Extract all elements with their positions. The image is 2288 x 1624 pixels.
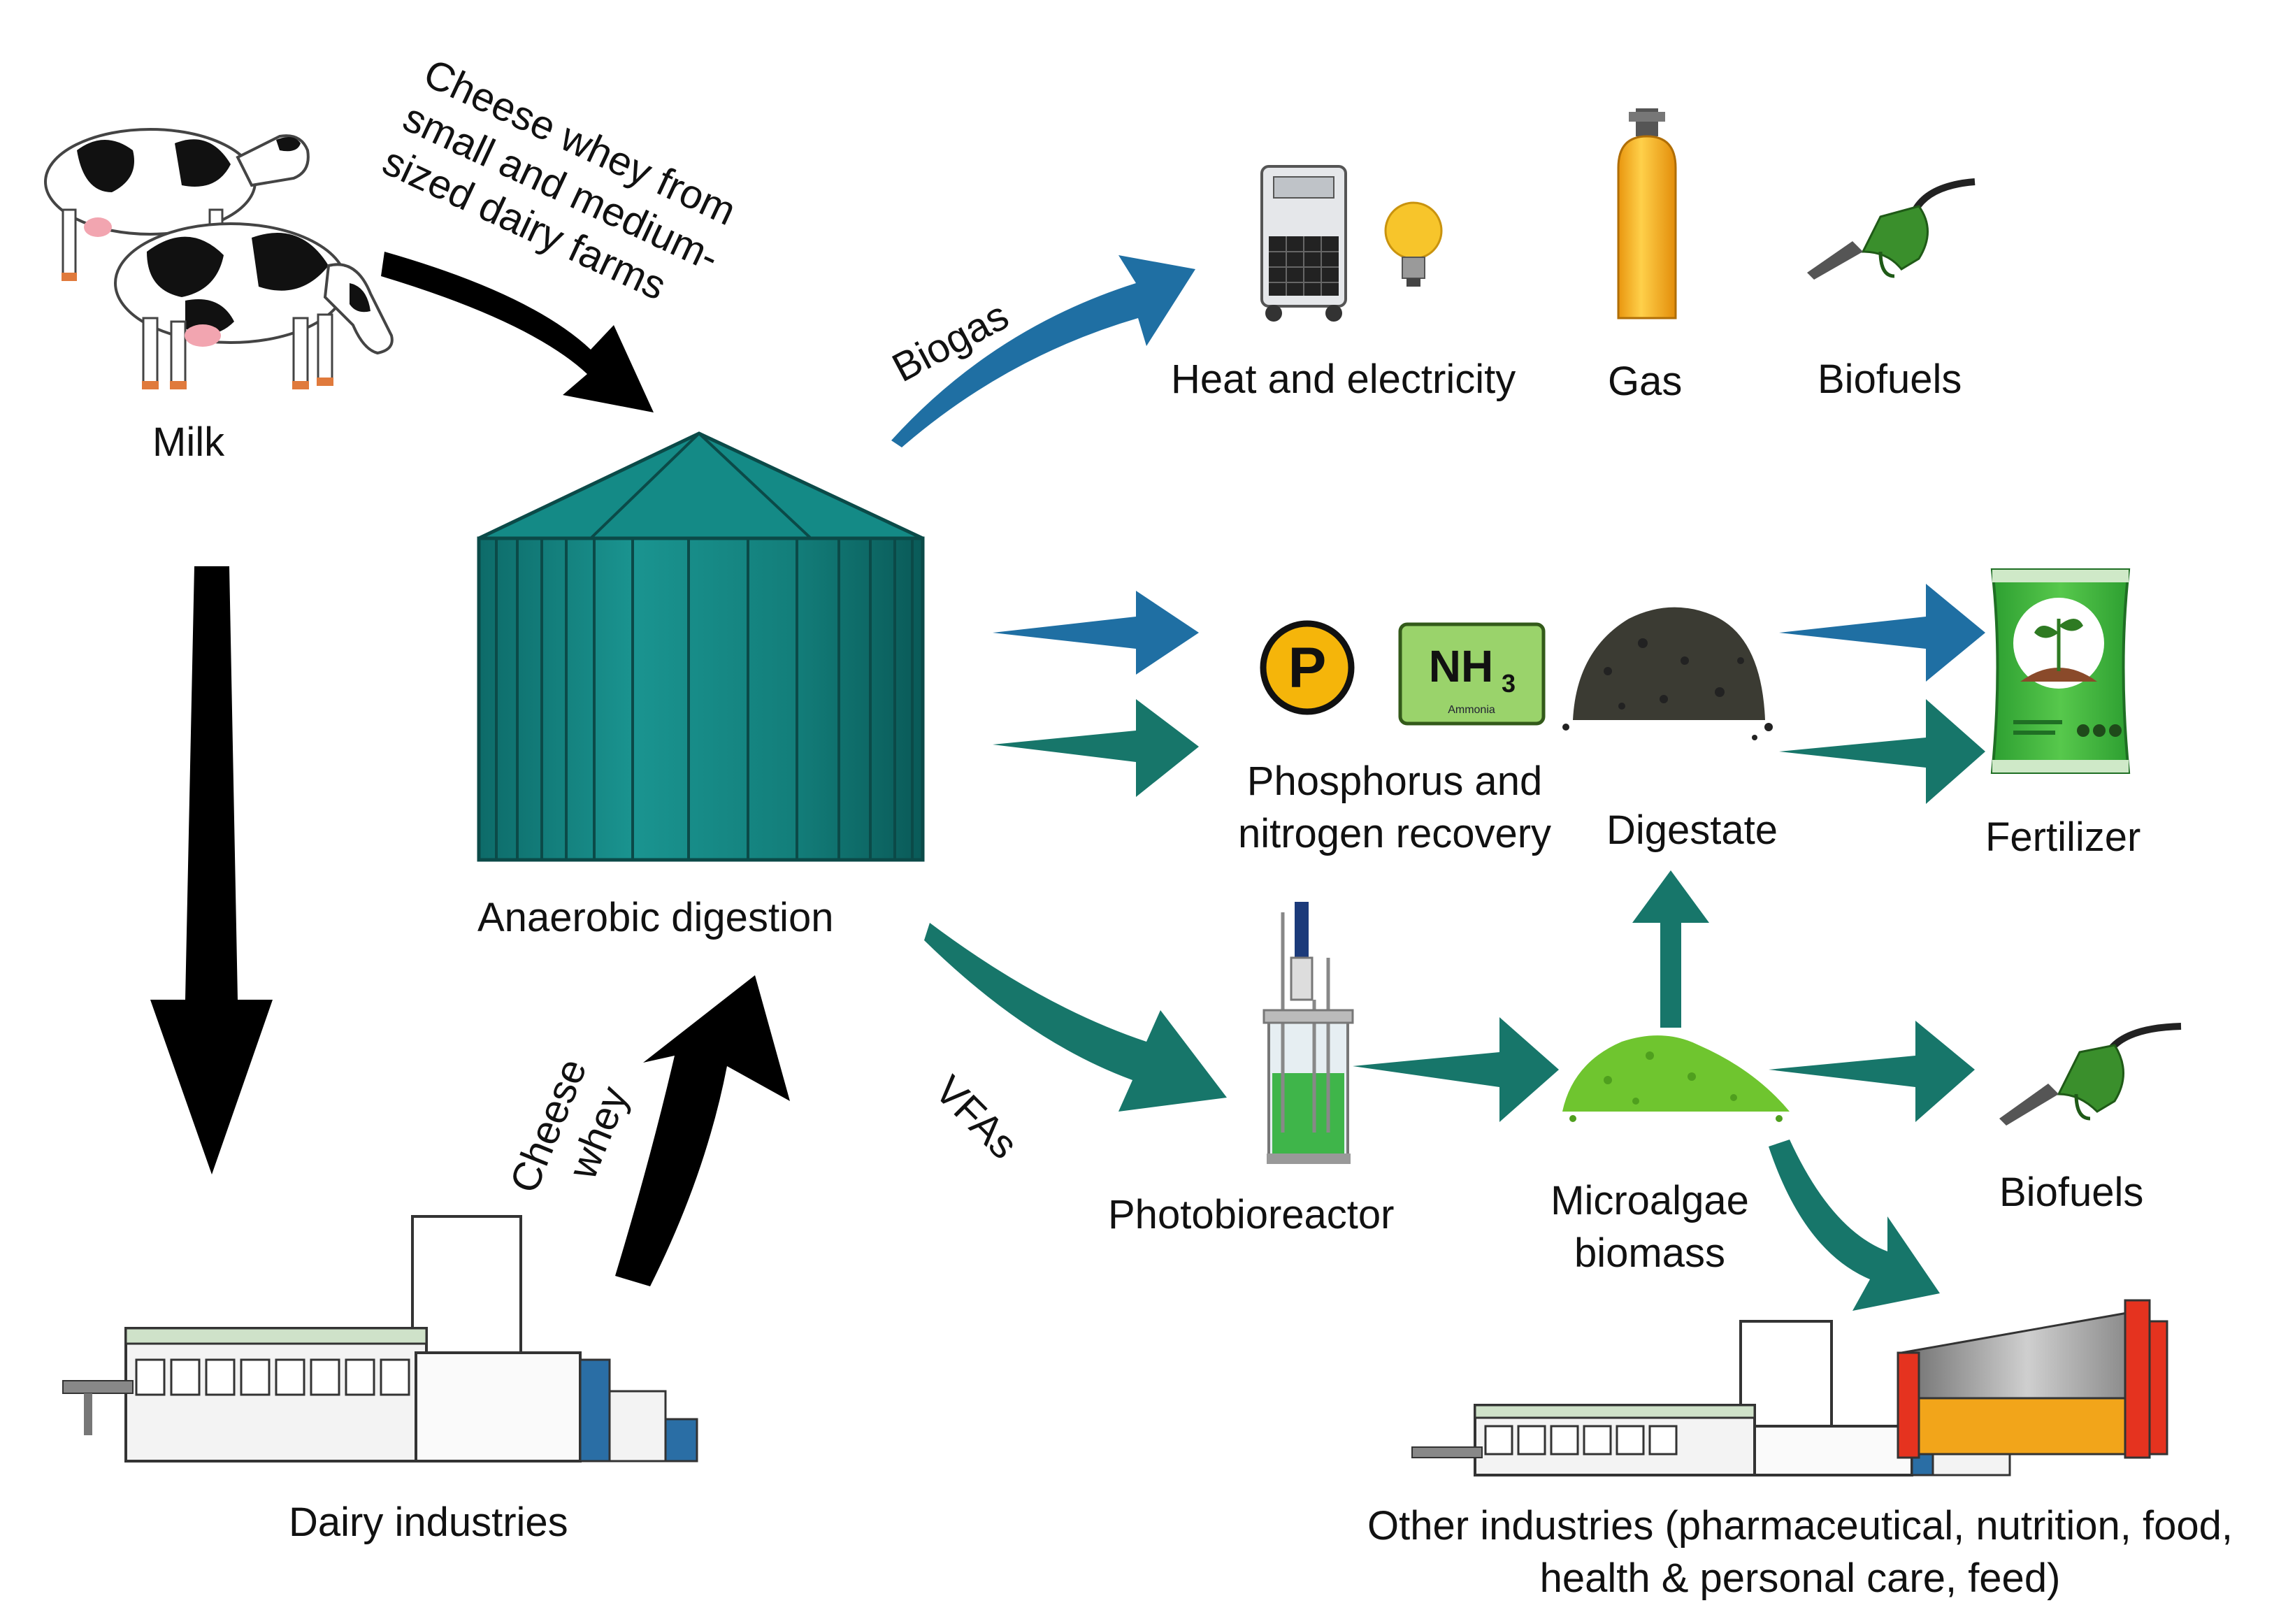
label-phosphorus-recovery-line-1: Phosphorus and xyxy=(1246,759,1543,804)
label-biofuels-bottom: Biofuels xyxy=(1999,1170,2144,1215)
label-photobioreactor: Photobioreactor xyxy=(1108,1192,1395,1237)
dairy-factory-icon xyxy=(62,1215,698,1463)
ammonia-subscript: 3 xyxy=(1502,669,1516,698)
microalgae-pile-icon xyxy=(1562,1035,1790,1122)
label-phosphorus-recovery: Phosphorus and nitrogen recovery xyxy=(1220,755,1569,861)
label-anaerobic-digestion: Anaerobic digestion xyxy=(477,895,834,940)
light-bulb-icon xyxy=(1384,201,1443,287)
arrow-whey-to-digestion xyxy=(615,975,790,1286)
label-microalgae-biomass-line-1: Microalgae xyxy=(1550,1178,1749,1223)
arrow-algae-to-industries xyxy=(1769,1140,1940,1311)
arrow-photobioreactor-to-algae xyxy=(1353,1017,1559,1122)
label-microalgae-biomass: Microalgae biomass xyxy=(1510,1174,1790,1280)
label-dairy-industries: Dairy industries xyxy=(289,1500,568,1545)
anaerobic-digester-icon xyxy=(477,431,925,862)
cow-front-icon xyxy=(114,222,394,389)
arrow-digestion-to-recovery-teal xyxy=(993,699,1199,797)
label-fertilizer: Fertilizer xyxy=(1985,814,2141,860)
label-biofuels-top: Biofuels xyxy=(1818,357,1962,402)
ammonia-symbol: NH xyxy=(1429,641,1493,691)
arrow-algae-to-digestate xyxy=(1632,870,1709,1028)
arrow-milk-to-dairy xyxy=(150,566,273,1174)
label-other-industries-line-1: Other industries (pharmaceutical, nutrit… xyxy=(1367,1503,2233,1548)
arrow-digestate-to-fertilizer-blue xyxy=(1779,584,1985,682)
label-microalgae-biomass-line-2: biomass xyxy=(1574,1230,1725,1277)
ammonia-icon: NH 3 Ammonia xyxy=(1398,622,1546,726)
arrow-biogas xyxy=(891,255,1195,447)
arrow-farms-to-digestion xyxy=(381,252,654,412)
gas-cylinder-icon xyxy=(1617,108,1677,319)
ammonia-caption: Ammonia xyxy=(1448,704,1495,716)
fertilizer-bag-icon xyxy=(1990,568,2131,774)
phosphorus-symbol: P xyxy=(1288,636,1327,700)
fuel-nozzle-icon-top xyxy=(1807,178,1976,280)
other-industries-icon xyxy=(1411,1299,2168,1476)
arrow-digestion-to-recovery-blue xyxy=(993,591,1199,675)
arrow-digestate-to-fertilizer-teal xyxy=(1779,699,1985,804)
photobioreactor-icon xyxy=(1262,902,1354,1164)
label-other-industries-line-2: health & personal care, feed) xyxy=(1539,1555,2061,1602)
arrow-algae-to-biofuels xyxy=(1769,1021,1975,1122)
label-heat-electricity: Heat and electricity xyxy=(1171,357,1516,402)
heater-icon xyxy=(1260,165,1347,322)
digestate-pile-icon xyxy=(1562,607,1773,740)
arrow-vfas xyxy=(924,923,1227,1112)
label-phosphorus-recovery-line-2: nitrogen recovery xyxy=(1237,811,1552,857)
label-milk: Milk xyxy=(152,419,225,465)
label-digestate: Digestate xyxy=(1606,807,1778,853)
fuel-nozzle-icon-bottom xyxy=(1999,1023,2182,1126)
label-other-industries: Other industries (pharmaceutical, nutrit… xyxy=(1318,1500,2282,1605)
cows-icon xyxy=(44,128,394,389)
label-gas: Gas xyxy=(1608,359,1683,404)
phosphorus-icon: P xyxy=(1260,620,1355,715)
